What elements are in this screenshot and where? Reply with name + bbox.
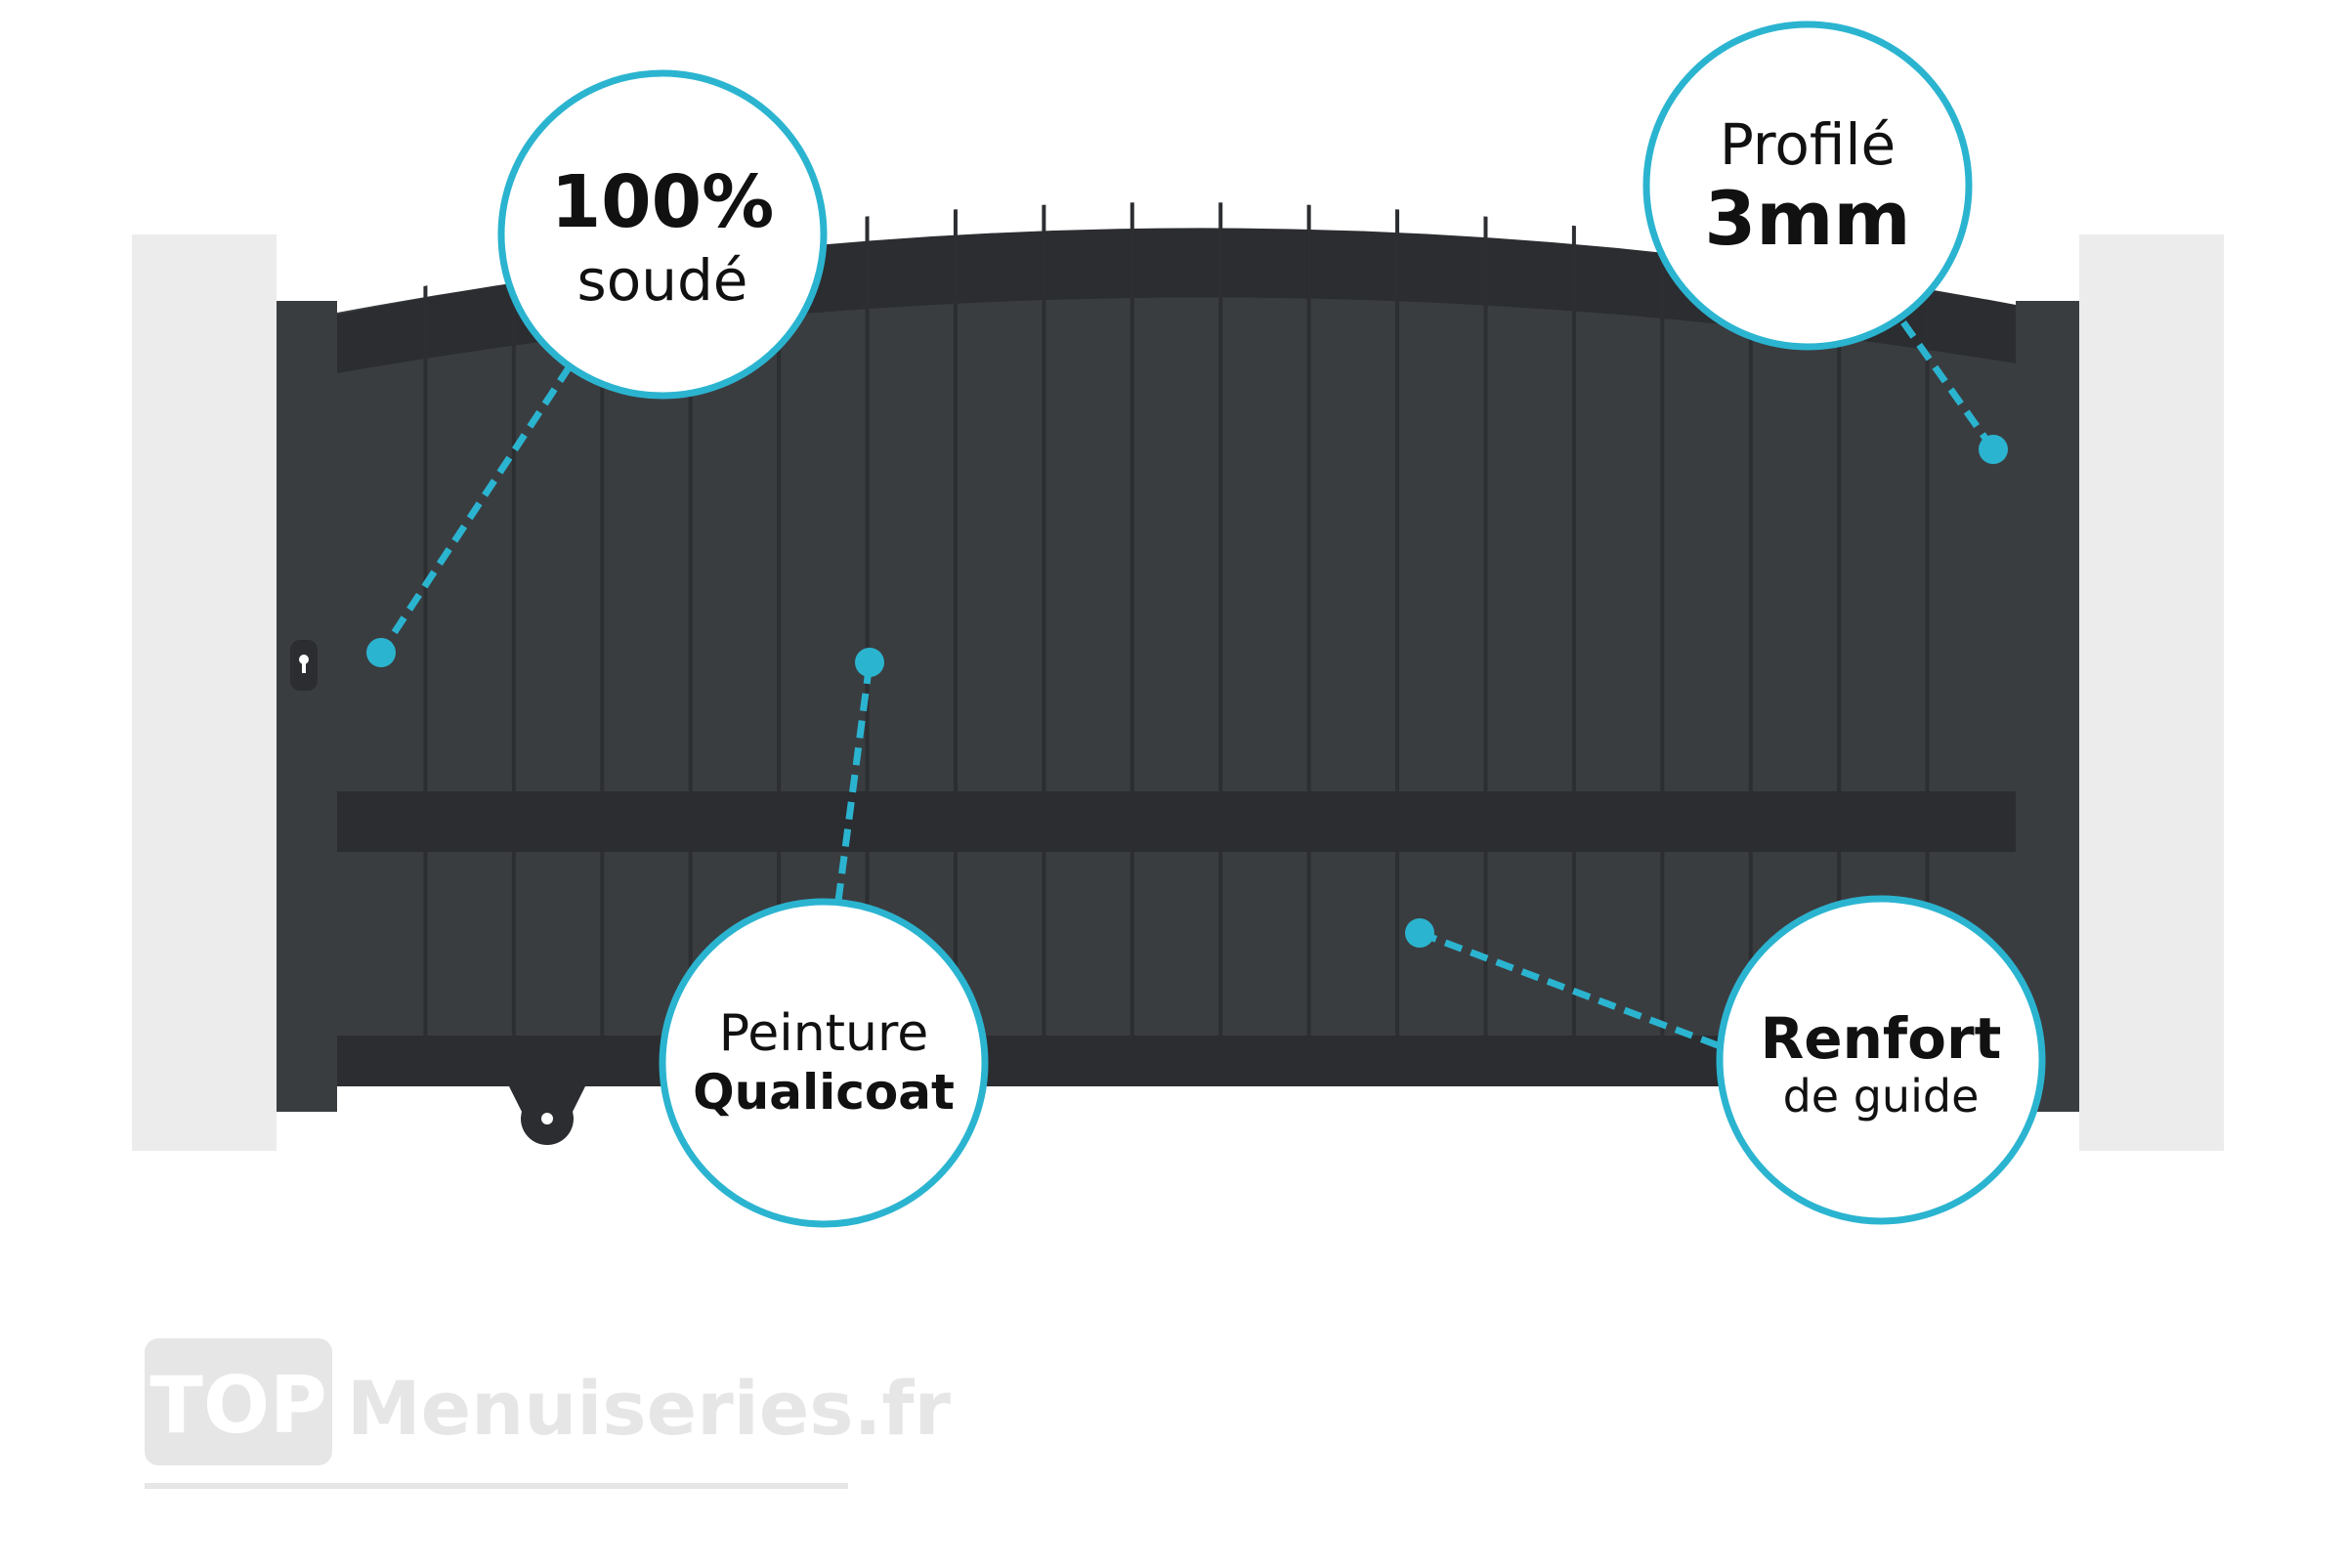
callout-guide: Renfort de guide [1716,895,2046,1225]
guide-wheel-icon [508,1084,586,1145]
connector-dot [1405,918,1434,948]
callout-guide-line2: de guide [1783,1070,1980,1123]
keyhole-icon [290,640,318,691]
middle-reinforcement-rail [337,791,2016,852]
callout-welded-line1: 100% [551,160,775,244]
callout-connectors [366,319,2008,1049]
callout-guide-line1: Renfort [1761,1005,2002,1072]
watermark-text: Menuiseries.fr [347,1365,951,1452]
gate-leaf [337,233,2016,1085]
left-gate-post [277,301,337,1112]
callout-profile-line1: Profilé [1720,111,1896,178]
brand-watermark: TOP Menuiseries.fr [145,1338,951,1489]
left-pillar [132,234,277,1151]
callout-paint-line2: Qualicoat [693,1064,955,1121]
watermark-badge-text: TOP [149,1360,326,1451]
callout-welded-line2: soudé [577,247,748,314]
connector-dot [366,638,396,667]
callout-paint: Peinture Qualicoat [659,898,989,1228]
callout-paint-line1: Peinture [719,1004,928,1063]
right-gate-post [2016,301,2079,1112]
watermark-underline [145,1483,848,1489]
watermark-badge [145,1338,332,1465]
connector-line [834,661,874,902]
connector-dot [1979,435,2008,464]
callout-profile: Profilé 3mm [1642,21,1973,351]
connector-line [378,364,573,655]
callout-welded: 100% soudé [497,69,828,400]
callout-profile-line2: 3mm [1704,175,1910,262]
right-pillar [2079,234,2224,1151]
connector-dot [855,648,884,677]
